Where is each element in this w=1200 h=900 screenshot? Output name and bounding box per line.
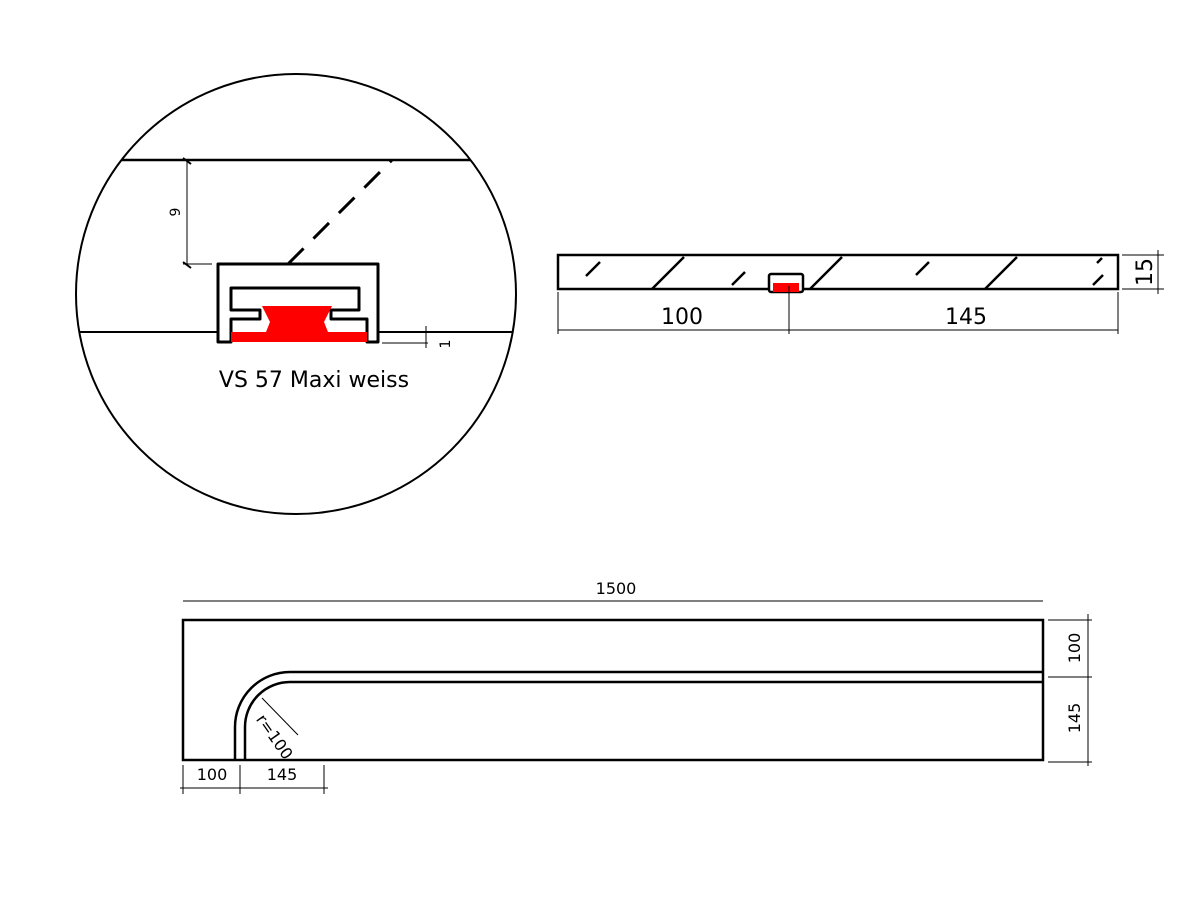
detail-view: 9 1 VS 57 Maxi weiss [75, 73, 517, 515]
profile-section [216, 262, 380, 344]
dim-bottom-left: 100 [197, 765, 228, 784]
plan-view: r=100 1500 100 145 100 145 [180, 579, 1092, 794]
dim-bottom: 145 [1065, 703, 1084, 734]
dim-top: 100 [1065, 633, 1084, 664]
section-view: 100 145 15 [556, 250, 1164, 334]
dim-thickness: 15 [1133, 258, 1158, 286]
dim-left: 100 [661, 305, 703, 330]
dim-depth: 9 [168, 208, 184, 217]
seal-insert [231, 306, 367, 342]
dim-right: 145 [945, 305, 987, 330]
dim-bottom-mid: 145 [267, 765, 298, 784]
dim-offset: 1 [438, 340, 454, 349]
dim-length: 1500 [596, 579, 637, 598]
profile-label: VS 57 Maxi weiss [219, 368, 409, 393]
